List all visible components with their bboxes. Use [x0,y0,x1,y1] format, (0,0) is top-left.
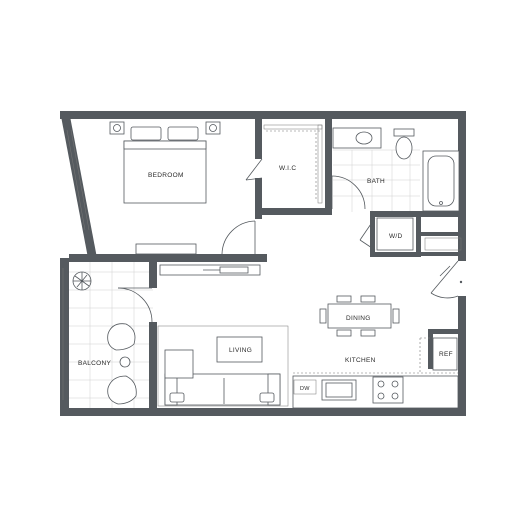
living-closet [159,264,261,276]
windows [62,129,90,400]
label-wic: W.I.C [279,165,296,172]
nightstand [205,121,221,135]
toilet [395,136,413,160]
chaise [164,349,194,379]
bed [123,140,207,204]
bath-fixtures [331,127,460,212]
chair [107,323,136,351]
nightstand [109,121,125,135]
walls [60,111,466,416]
label-bedroom: BEDROOM [148,172,184,179]
washer-dryer [359,217,414,251]
cooktop [372,376,404,404]
chair [107,375,137,405]
dining-furniture [319,295,400,337]
label-wd: W/D [389,233,403,240]
toilet-tank [393,128,415,137]
bedroom-furniture [109,121,256,255]
label-ref: REF [439,351,453,358]
label-living: LIVING [229,347,252,354]
vanity [332,127,382,149]
label-dining: DINING [346,315,371,322]
pillow [130,126,162,141]
side-table [119,356,131,368]
bathtub [422,150,460,212]
balcony-furniture [72,271,153,405]
label-balcony: BALCONY [78,360,112,367]
pillow [167,126,199,141]
label-bath: BATH [367,178,385,185]
tv [216,336,263,363]
kitchen [292,337,459,409]
dresser [135,243,197,255]
wic-closet [245,124,323,204]
dining-table [327,303,392,329]
refrigerator [432,337,458,371]
sink [321,379,357,401]
label-kitchen: KITCHEN [345,357,376,364]
entry [424,237,463,299]
label-dw: DW [300,386,310,392]
living-furniture [157,325,289,407]
